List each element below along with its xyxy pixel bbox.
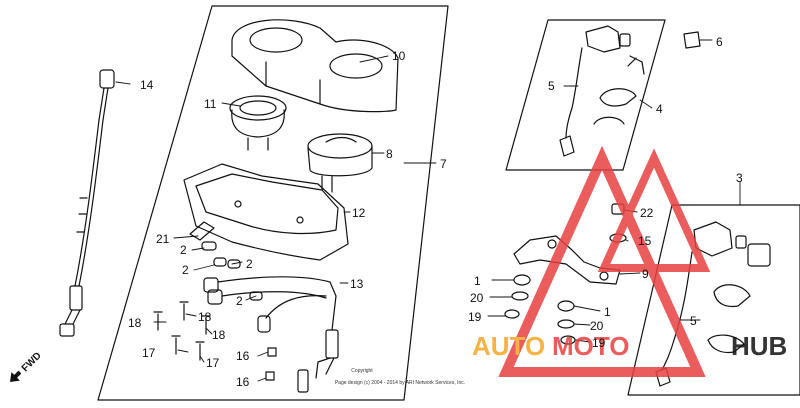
callout-5-lower: 5 (690, 314, 697, 328)
watermark-hub: HUB (731, 331, 787, 361)
callout-22: 22 (640, 206, 654, 220)
callout-10: 10 (392, 49, 406, 63)
callout-3: 3 (736, 171, 743, 185)
speedometer-gauge (307, 133, 373, 193)
watermark-moto: MOTO (552, 331, 630, 361)
fwd-label: FWD (20, 350, 44, 374)
callout-15: 15 (638, 234, 652, 248)
meter-lower-cover (183, 163, 349, 261)
watermark-auto: AUTO (472, 331, 545, 361)
callout-2b: 2 (182, 263, 189, 277)
callout-20a: 20 (470, 291, 484, 305)
callout-11: 11 (204, 97, 217, 111)
fwd-indicator: FWD (10, 350, 44, 382)
callout-14: 14 (140, 78, 154, 92)
screws (153, 301, 277, 381)
callout-2a: 2 (180, 243, 187, 257)
callout-19a: 19 (468, 310, 482, 324)
callout-20b: 20 (590, 319, 604, 333)
switch-assembly-frame-upper (505, 19, 666, 171)
callout-18a: 18 (128, 316, 142, 330)
callout-18c: 18 (212, 328, 226, 342)
speedometer-cable (59, 69, 115, 337)
callout-19b: 19 (592, 336, 606, 350)
tachometer-gauge (229, 95, 287, 151)
callout-18b: 18 (198, 310, 212, 324)
callout-17a: 17 (142, 346, 156, 360)
copyright-notice: Page design (c) 2004 - 2014 by ARI Netwo… (335, 380, 465, 386)
callout-5-upper: 5 (548, 79, 555, 93)
fwd-arrow-icon (10, 370, 22, 382)
callout-21: 21 (156, 232, 170, 246)
callout-16a: 16 (236, 349, 250, 363)
watermark-triangle-small (597, 148, 711, 272)
callout-labels: 10 11 8 14 12 7 21 2 2 2 2 13 18 18 18 1… (128, 35, 743, 389)
callout-6: 6 (716, 35, 723, 49)
callout-2d: 2 (236, 294, 243, 308)
meter-assembly-frame (97, 5, 449, 401)
bulb-sockets (189, 221, 263, 301)
ignition-switch-upper (559, 25, 701, 157)
meter-case (231, 19, 399, 113)
copyright-title: Copyright (351, 368, 373, 374)
callout-7: 7 (440, 157, 447, 171)
callout-8: 8 (386, 147, 393, 161)
callout-1b: 1 (604, 305, 611, 319)
switch-assembly-frame-lower (627, 204, 800, 396)
callout-16b: 16 (236, 375, 250, 389)
callout-9: 9 (642, 267, 649, 281)
callout-4: 4 (656, 102, 663, 116)
callout-12: 12 (352, 206, 366, 220)
callout-17b: 17 (206, 356, 220, 370)
ignition-switch-lower (655, 221, 771, 387)
automotohub-watermark: AUTO MOTO HUB (472, 145, 787, 377)
callout-2c: 2 (246, 257, 253, 271)
callout-1a: 1 (474, 274, 481, 288)
callout-13: 13 (350, 277, 364, 291)
meter-wire-harness (203, 276, 339, 393)
